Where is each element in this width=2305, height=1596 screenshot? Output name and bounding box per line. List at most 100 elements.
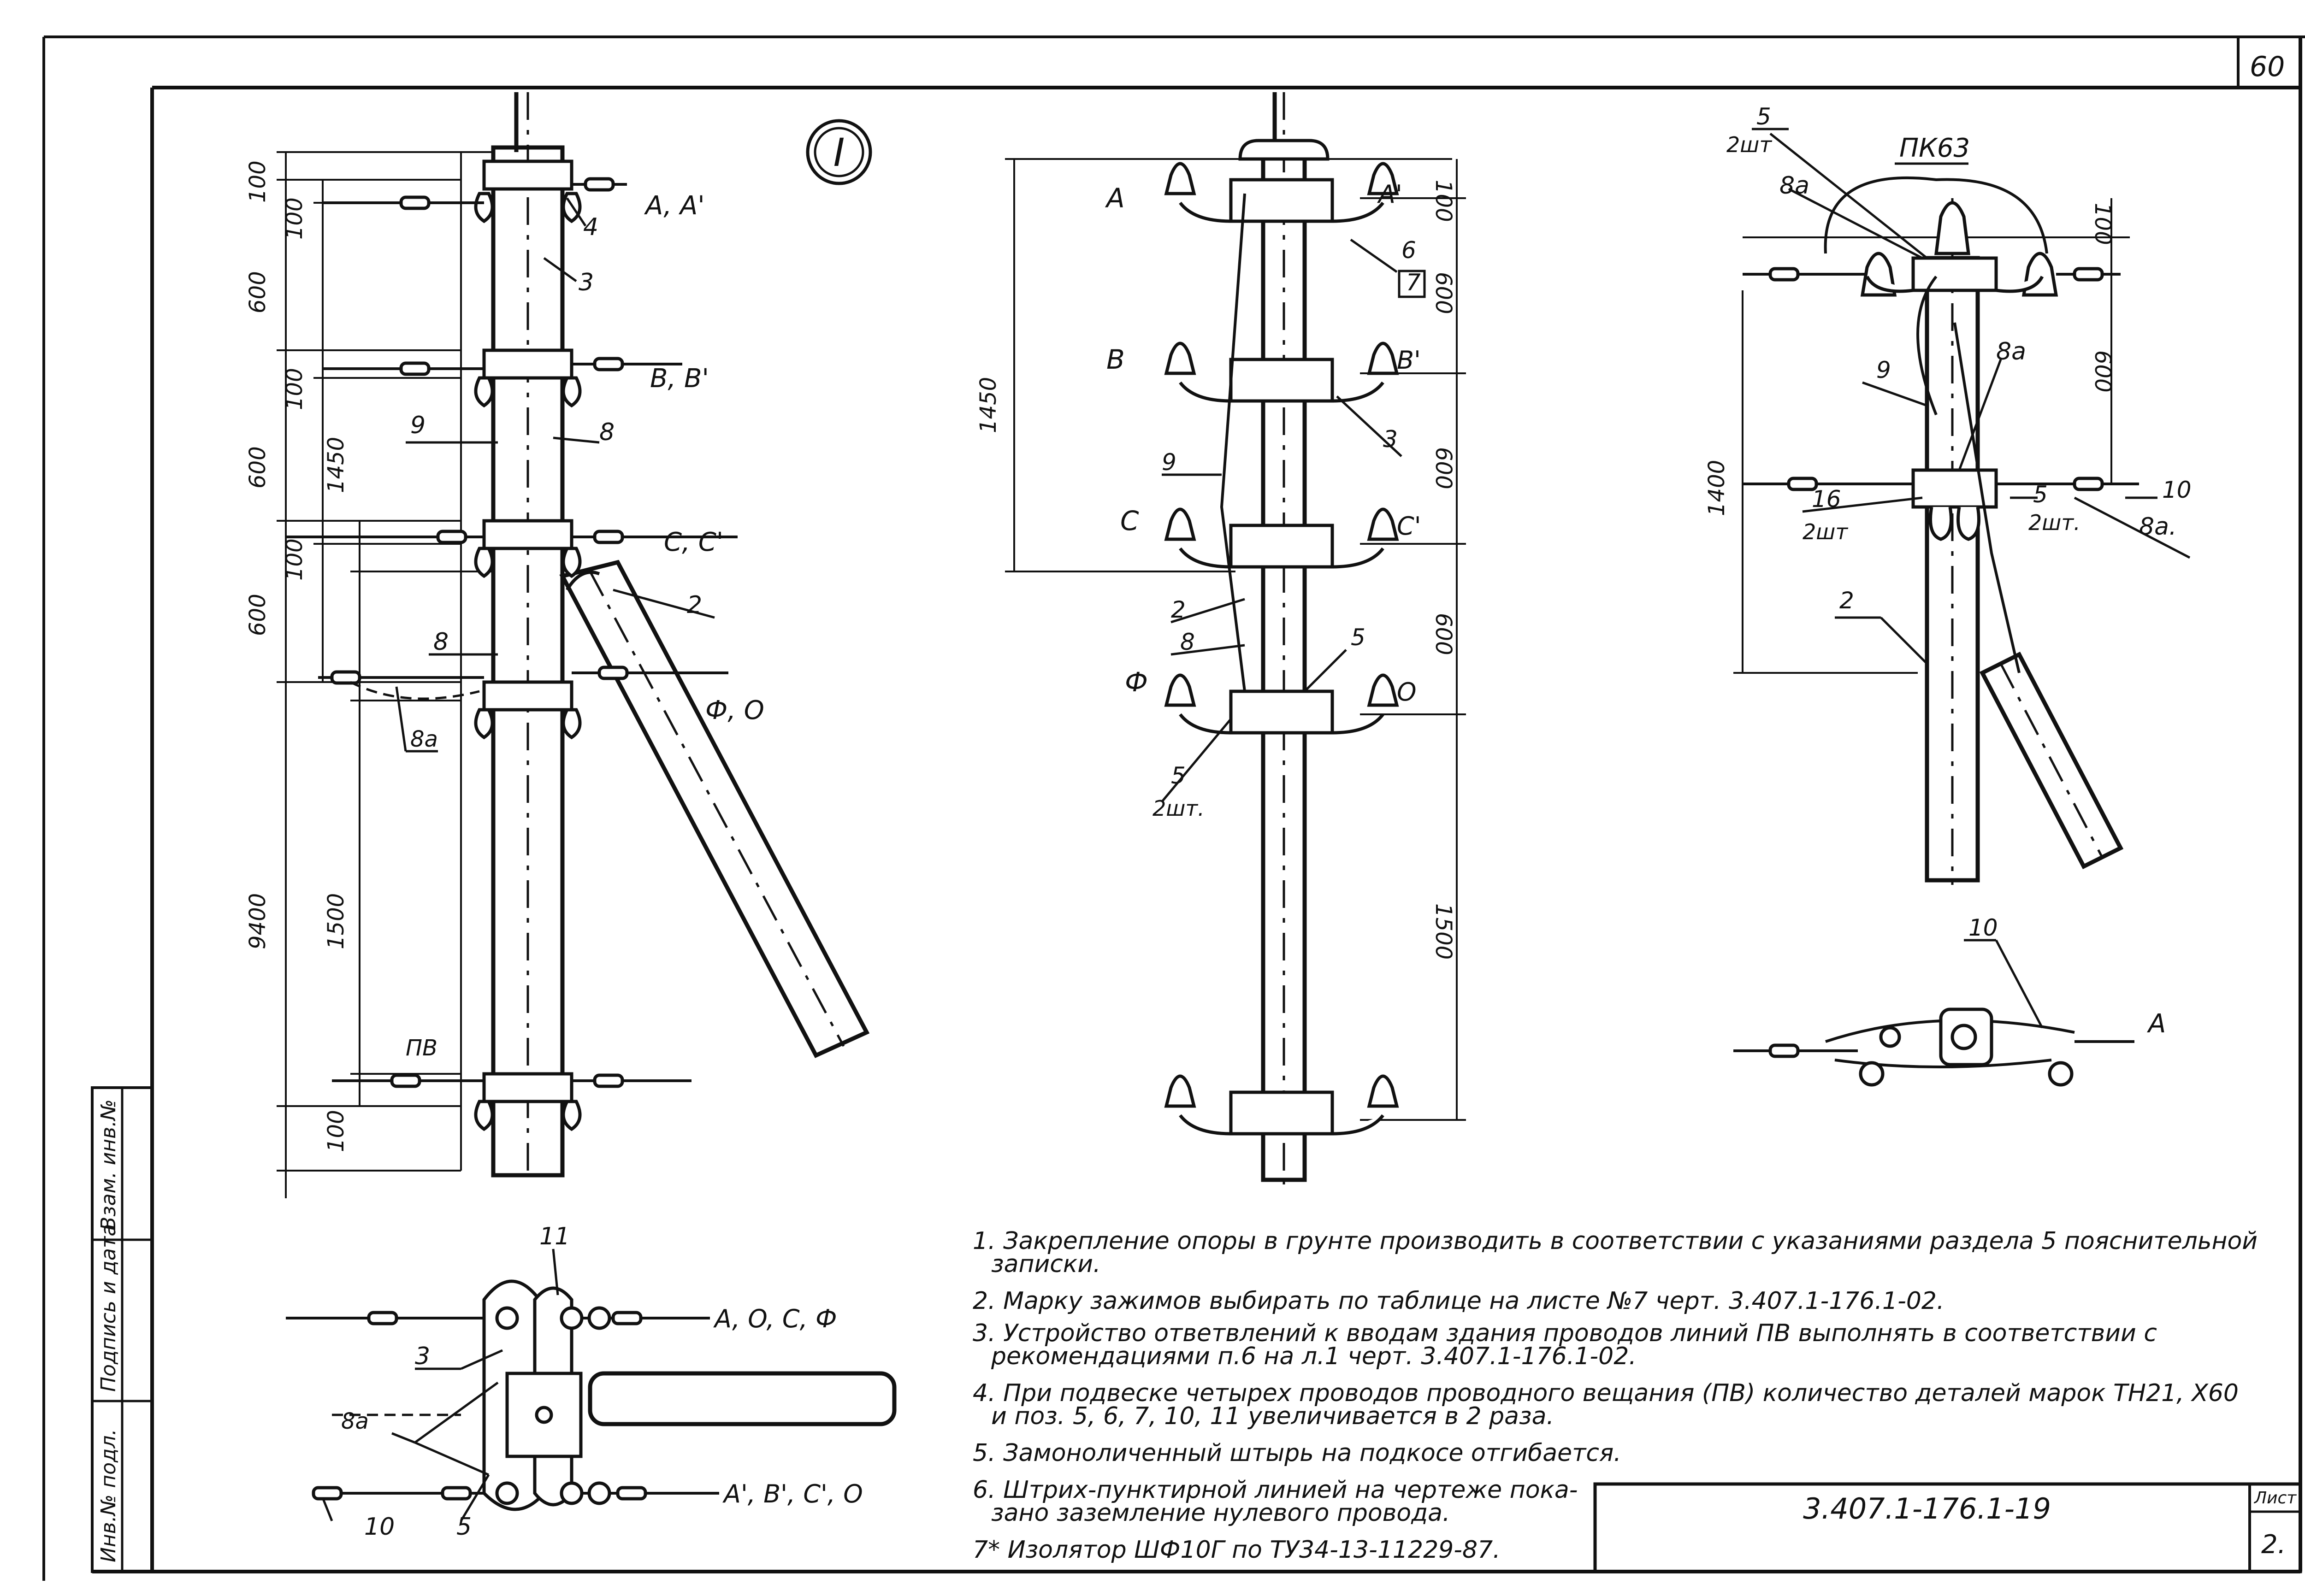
note-1: 1. Закрепление опоры в грунте производит… bbox=[973, 1227, 2258, 1255]
v3-callout-2sht-c: 2шт. bbox=[2028, 510, 2080, 535]
v1-dim-600-a: 600 bbox=[245, 271, 271, 313]
v2-callout-3: 3 bbox=[1383, 426, 1398, 453]
note-3-cont: рекомендациями п.6 на л.1 черт. 3.407.1-… bbox=[991, 1343, 1637, 1370]
v2-dim-600-a: 600 bbox=[1430, 272, 1456, 314]
view3-top-detail: ПК63 100 600 1400 bbox=[1704, 103, 2192, 885]
detail-marker-I: I bbox=[806, 119, 872, 185]
v1-label-B: B, B' bbox=[650, 364, 709, 394]
v3-callout-8a-a: 8a bbox=[1779, 172, 1809, 200]
stamp-vzam-inv: Взам. инв.№ bbox=[97, 1099, 120, 1231]
v3-callout-2sht-b: 2шт bbox=[1803, 519, 1848, 544]
v1-dim-100-e: 100 bbox=[323, 1110, 349, 1152]
v5-label-top: A, O, C, Ф bbox=[713, 1304, 837, 1333]
view1-pole-elevation: 100 100 600 100 600 1450 100 600 9400 15… bbox=[245, 92, 870, 1198]
v2-label-B: B bbox=[1106, 344, 1125, 375]
note-5: 5. Замоноличенный штырь на подкосе отгиб… bbox=[973, 1439, 1621, 1467]
v2-callout-2sht: 2шт. bbox=[1152, 796, 1205, 821]
v2-label-B-prime: B' bbox=[1397, 346, 1421, 375]
notes-block: 1. Закрепление опоры в грунте производит… bbox=[973, 1227, 2258, 1564]
v1-dim-100-c: 100 bbox=[282, 368, 307, 410]
v4-callout-10: 10 bbox=[1968, 914, 1998, 941]
v3-callout-9: 9 bbox=[1876, 357, 1891, 383]
v3-dim-100: 100 bbox=[2090, 203, 2116, 245]
v2-label-O: O bbox=[1397, 677, 1417, 707]
v3-title-pk63: ПК63 bbox=[1899, 133, 1970, 163]
v5-callout-10: 10 bbox=[364, 1513, 395, 1541]
v1-dim-9400: 9400 bbox=[245, 893, 271, 949]
v2-label-A: A bbox=[1105, 183, 1125, 214]
v1-dim-100-b: 100 bbox=[282, 197, 307, 240]
v1-label-FO: Ф, O bbox=[705, 695, 764, 725]
note-3: 3. Устройство ответвлений к вводам здани… bbox=[973, 1319, 2157, 1347]
document-code: 3.407.1-176.1-19 bbox=[1803, 1492, 2051, 1525]
v1-callout-8: 8 bbox=[599, 418, 615, 446]
v2-label-C: C bbox=[1120, 505, 1139, 536]
sheet-number: 2. bbox=[2261, 1530, 2286, 1560]
v5-callout-3: 3 bbox=[415, 1343, 430, 1370]
title-block: 3.407.1-176.1-19 Лист 2. bbox=[1593, 1482, 2302, 1573]
v5-callout-8a: 8a bbox=[341, 1408, 369, 1434]
v3-callout-8a-c: 8a. bbox=[2139, 513, 2176, 541]
v2-callout-2: 2 bbox=[1171, 596, 1186, 623]
v2-callout-5a: 5 bbox=[1351, 624, 1365, 651]
v1-label-PV: ПВ bbox=[406, 1035, 437, 1061]
v2-label-C-prime: C' bbox=[1397, 512, 1421, 541]
v2-dim-1450: 1450 bbox=[975, 377, 1001, 433]
view4-clamp-detail: 10 A bbox=[1733, 914, 2166, 1087]
v2-callout-7: 7 bbox=[1406, 269, 1421, 296]
v1-callout-9: 9 bbox=[410, 412, 426, 439]
v2-label-A-prime: A' bbox=[1377, 180, 1402, 209]
v2-dim-600-c: 600 bbox=[1430, 613, 1456, 655]
v3-callout-2: 2 bbox=[1839, 587, 1854, 614]
v1-dim-1450: 1450 bbox=[323, 437, 349, 493]
v1-label-C: C, C' bbox=[664, 527, 723, 557]
v3-callout-2sht-a: 2шт bbox=[1726, 132, 1772, 157]
v3-callout-16: 16 bbox=[1812, 486, 1841, 512]
v1-callout-2: 2 bbox=[687, 591, 702, 619]
sheet-label: Лист bbox=[2253, 1489, 2297, 1508]
view5-plan-detail: 11 3 8a 10 5 A, O, C, Ф A', B', C', O bbox=[286, 1223, 897, 1541]
v1-dim-600-b: 600 bbox=[245, 446, 271, 489]
v2-callout-5b: 5 bbox=[1171, 762, 1186, 789]
v2-dim-1500: 1500 bbox=[1430, 903, 1456, 960]
stamp-inv-podl: Инв.№ подл. bbox=[97, 1429, 120, 1562]
v1-callout-8a: 8a bbox=[410, 726, 438, 752]
v3-callout-10: 10 bbox=[2162, 477, 2192, 503]
v3-callout-8a-b: 8a bbox=[1996, 338, 2026, 365]
note-2: 2. Марку зажимов выбирать по таблице на … bbox=[973, 1287, 1944, 1315]
v4-label-A: A bbox=[2147, 1009, 2166, 1039]
v1-dim-1500: 1500 bbox=[323, 893, 349, 949]
note-7: 7* Изолятор ШФ10Г по ТУ34-13-11229-87. bbox=[973, 1536, 1501, 1564]
v2-callout-6: 6 bbox=[1401, 237, 1416, 264]
stamp-signature-date: Подпись и дата bbox=[97, 1224, 120, 1392]
v1-callout-3: 3 bbox=[579, 269, 594, 296]
v1-callout-4: 4 bbox=[583, 213, 598, 241]
sheet-frame: 60 bbox=[42, 35, 2305, 1581]
v3-callout-5b: 5 bbox=[2033, 481, 2048, 508]
note-6: 6. Штрих-пунктирной линией на чертеже по… bbox=[973, 1476, 1578, 1504]
note-4-cont: и поз. 5, 6, 7, 10, 11 увеличивается в 2… bbox=[991, 1402, 1554, 1430]
v5-label-bottom: A', B', C', O bbox=[722, 1479, 863, 1508]
detail-marker-label: I bbox=[833, 130, 845, 175]
v5-callout-11: 11 bbox=[539, 1223, 570, 1250]
note-1-cont: записки. bbox=[991, 1250, 1101, 1278]
v3-callout-5a: 5 bbox=[1756, 103, 1771, 130]
v1-dim-100-d: 100 bbox=[282, 538, 307, 581]
v2-callout-9: 9 bbox=[1162, 449, 1176, 476]
v2-dim-600-b: 600 bbox=[1430, 447, 1456, 489]
v2-callout-8: 8 bbox=[1180, 629, 1195, 655]
note-6-cont: зано заземление нулевого провода. bbox=[991, 1499, 1450, 1527]
v5-callout-5: 5 bbox=[456, 1513, 472, 1541]
note-4: 4. При подвеске четырех проводов проводн… bbox=[973, 1379, 2239, 1407]
sheet-corner-number: 60 bbox=[2250, 51, 2285, 83]
view2-pole-front: 100 600 1450 600 600 1500 bbox=[975, 92, 1466, 1184]
v1-dim-100-a: 100 bbox=[245, 160, 271, 203]
v2-dim-100: 100 bbox=[1430, 180, 1456, 222]
side-stamp: Инв.№ подл. Подпись и дата Взам. инв.№ bbox=[91, 1086, 154, 1573]
v1-callout-8b: 8 bbox=[433, 628, 449, 656]
v2-label-F: Ф bbox=[1125, 666, 1148, 698]
v3-dim-1400: 1400 bbox=[1704, 460, 1730, 516]
v3-dim-600: 600 bbox=[2090, 350, 2116, 393]
v1-label-A: A, A' bbox=[644, 191, 705, 221]
